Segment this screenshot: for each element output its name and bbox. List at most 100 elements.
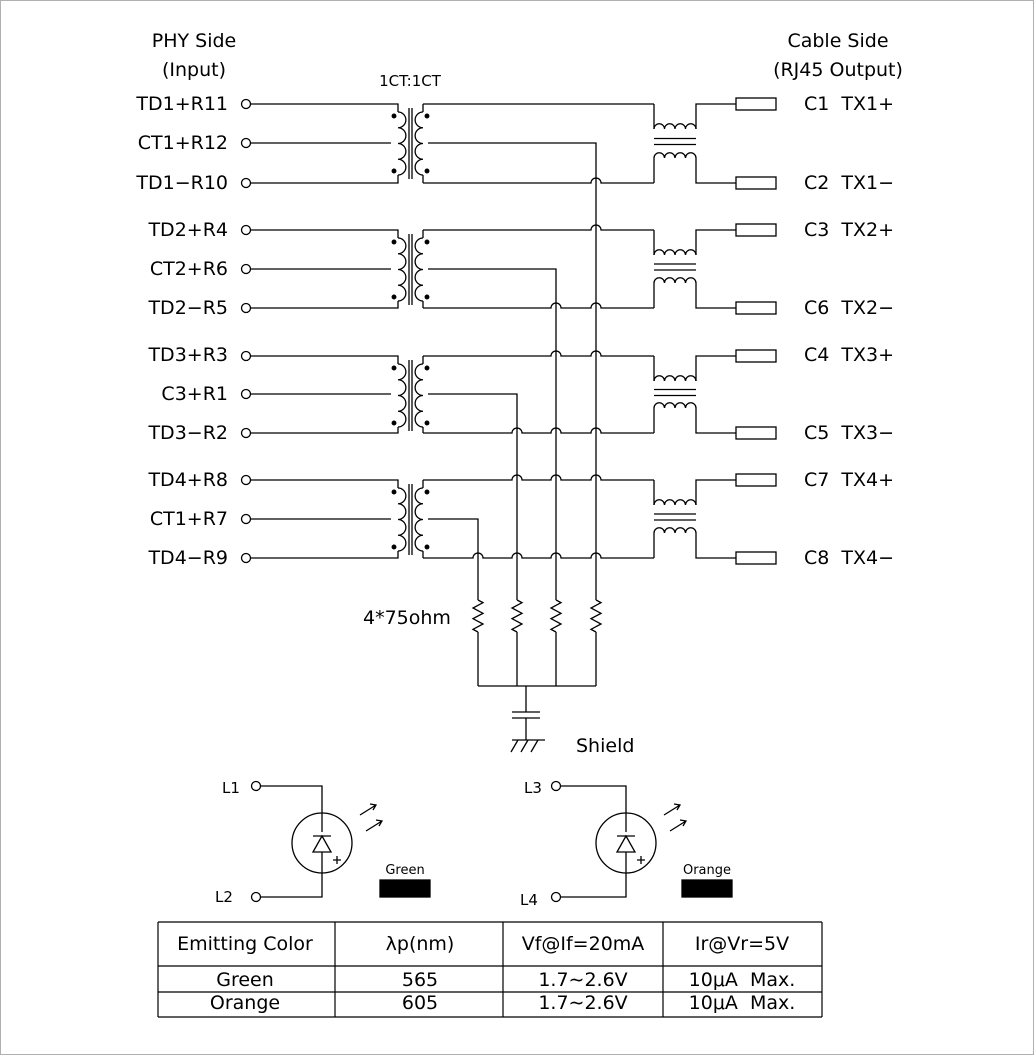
- output-pin-label: C2 TX1−: [804, 172, 894, 194]
- choke-coil: [653, 152, 697, 159]
- secondary-coil: [414, 237, 424, 302]
- signal-line: [423, 474, 654, 481]
- led-wire: [561, 852, 627, 898]
- polarity-dot: [424, 113, 430, 119]
- led-diode: [311, 834, 333, 853]
- polarity-dot: [391, 294, 397, 300]
- choke-coil: [653, 277, 697, 284]
- pin-terminal: [240, 427, 252, 439]
- choke-coil: [653, 123, 697, 130]
- table-cell: 605: [402, 992, 438, 1014]
- choke-wire: [695, 283, 736, 309]
- led-body: [291, 812, 353, 874]
- primary-wire: [251, 355, 399, 364]
- polarity-dot: [424, 365, 430, 371]
- center-tap-line: [428, 518, 479, 600]
- polarity-dot: [391, 489, 397, 495]
- pin-terminal: [240, 513, 252, 525]
- primary-wire: [251, 103, 399, 112]
- output-pin-label: C3 TX2+: [804, 219, 894, 241]
- center-tap-line: [428, 393, 518, 600]
- signal-line: [423, 302, 654, 309]
- pin-terminal: [240, 137, 252, 149]
- led-wire: [561, 785, 627, 832]
- cable-side-subtitle: (RJ45 Output): [773, 59, 903, 81]
- signal-line: [423, 427, 654, 434]
- choke-coil: [653, 249, 697, 256]
- signal-line: [423, 177, 654, 184]
- output-pin-box: [735, 473, 777, 487]
- primary-coil: [397, 487, 407, 552]
- pin-terminal: [550, 891, 562, 903]
- output-pin-label: C8 TX4−: [804, 547, 894, 569]
- led-color-label: Green: [385, 863, 424, 878]
- output-pin-box: [735, 97, 777, 111]
- table-cell: 10μA Max.: [689, 969, 796, 991]
- primary-wire: [251, 301, 399, 309]
- table-header-cell: Vf@If=20mA: [522, 933, 645, 955]
- secondary-coil: [414, 111, 424, 176]
- table-cell: 10μA Max.: [689, 992, 796, 1014]
- choke-coil: [653, 375, 697, 382]
- input-pin-label: TD2−R5: [147, 297, 228, 319]
- output-pin-label: C1 TX1+: [804, 93, 894, 115]
- table-cell: 1.7∼2.6V: [538, 992, 627, 1014]
- ground-bar: [512, 718, 545, 741]
- polarity-dot: [424, 544, 430, 550]
- pin-terminal: [240, 224, 252, 236]
- output-pin-label: C5 TX3−: [804, 422, 894, 444]
- led-diode: [615, 834, 637, 853]
- signal-line: [423, 552, 654, 559]
- primary-wire: [251, 229, 399, 238]
- primary-wire: [251, 175, 399, 184]
- ground-hatch: [510, 739, 539, 753]
- table-header-cell: λp(nm): [386, 933, 455, 955]
- output-pin-label: C7 TX4+: [804, 469, 894, 491]
- polarity-dot: [391, 168, 397, 174]
- led-emission-arrow: [359, 803, 378, 816]
- choke-wire: [695, 158, 736, 184]
- input-pin-label: CT1+R12: [138, 132, 228, 154]
- pin-terminal: [240, 177, 252, 189]
- secondary-coil: [414, 363, 424, 428]
- choke-wire: [695, 533, 736, 559]
- pin-terminal: [250, 780, 262, 792]
- pin-terminal: [240, 552, 252, 564]
- output-pin-box: [735, 349, 777, 363]
- choke-wire: [695, 355, 736, 381]
- output-pin-box: [735, 551, 777, 565]
- pin-terminal: [240, 302, 252, 314]
- output-pin-box: [735, 426, 777, 440]
- choke-coil: [653, 527, 697, 534]
- polarity-dot: [391, 365, 397, 371]
- primary-wire: [251, 427, 399, 434]
- input-pin-label: TD3+R3: [147, 344, 228, 366]
- signal-line: [423, 224, 654, 231]
- led-plus: [333, 856, 341, 864]
- table-cell: Green: [216, 969, 274, 991]
- polarity-dot: [424, 489, 430, 495]
- polarity-dot: [424, 294, 430, 300]
- color-swatch: [681, 879, 733, 898]
- secondary-coil: [414, 487, 424, 552]
- pin-terminal: [250, 891, 262, 903]
- table-cell: Orange: [210, 992, 280, 1014]
- pin-terminal: [240, 474, 252, 486]
- shield-label: Shield: [576, 735, 634, 757]
- input-pin-label: CT1+R7: [150, 508, 228, 530]
- choke-wire: [695, 408, 736, 434]
- pin-terminal: [550, 780, 562, 792]
- input-pin-label: TD1−R10: [135, 172, 228, 194]
- table-header-cell: Ir@Vr=5V: [695, 933, 789, 955]
- output-pin-label: C4 TX3+: [804, 344, 894, 366]
- input-pin-label: TD2+R4: [147, 219, 228, 241]
- output-pin-box: [735, 176, 777, 190]
- signal-line: [423, 350, 654, 357]
- input-pin-label: C3+R1: [161, 383, 228, 405]
- pin-terminal: [240, 98, 252, 110]
- led-pin-label: L1: [222, 779, 240, 797]
- polarity-dot: [391, 544, 397, 550]
- input-pin-label: CT2+R6: [150, 258, 228, 280]
- choke-wire: [695, 229, 736, 255]
